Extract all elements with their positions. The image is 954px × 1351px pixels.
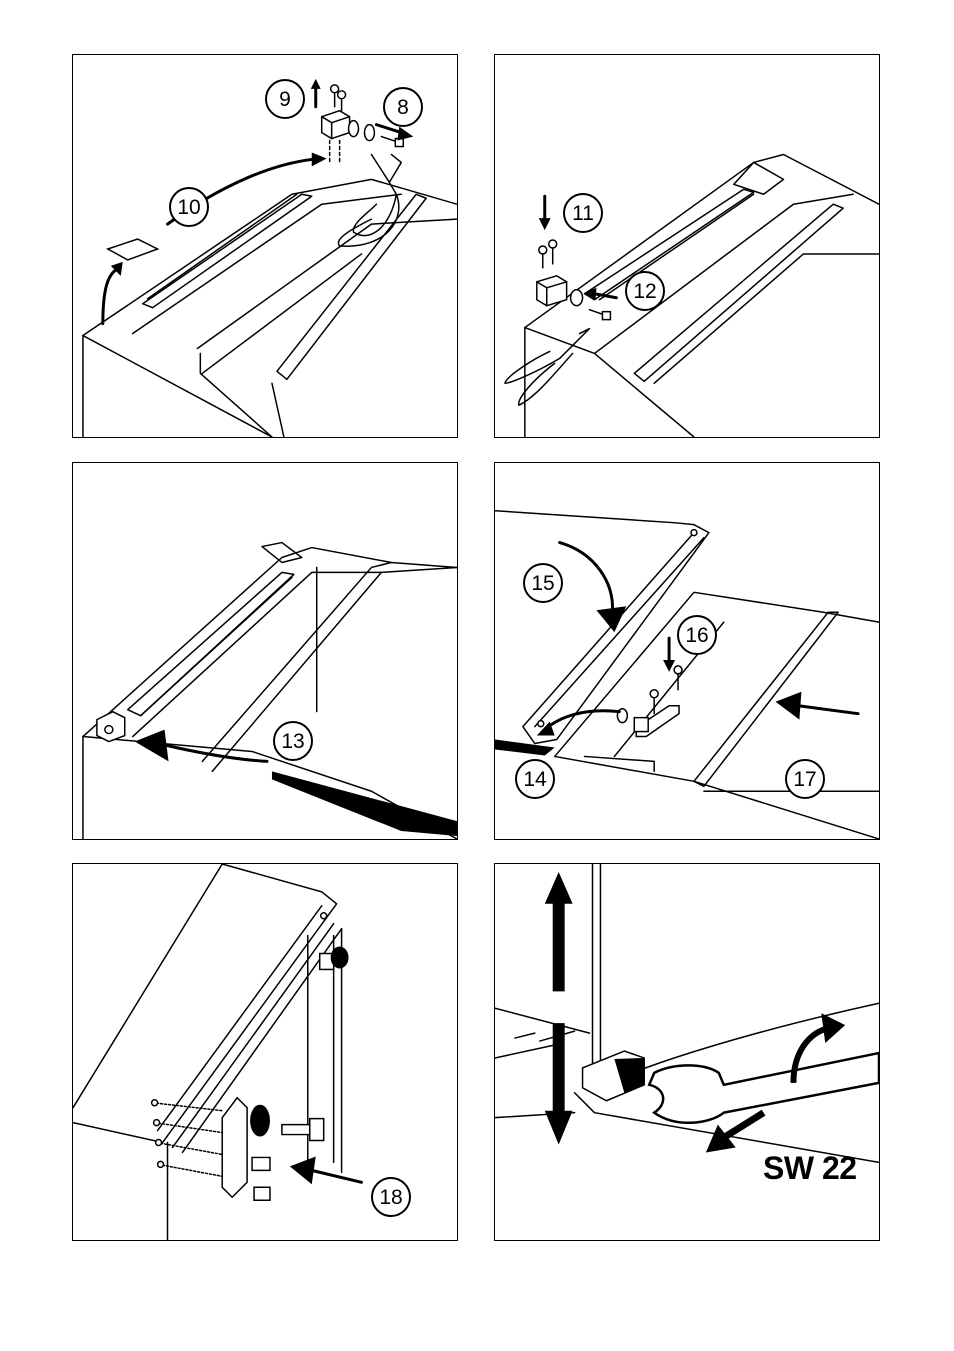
hinge-bracket-icon bbox=[634, 706, 679, 737]
panel-4: 15 16 14 17 bbox=[494, 462, 880, 840]
floor-line bbox=[495, 1045, 555, 1058]
spanner-size-label: SW 22 bbox=[763, 1150, 857, 1187]
curved-arrow-icon bbox=[821, 1013, 845, 1043]
step-15-badge: 15 bbox=[523, 563, 563, 603]
double-arrow-icon bbox=[545, 1023, 573, 1144]
panel-1: 9 8 10 bbox=[72, 54, 458, 438]
panel-2-illustration bbox=[495, 55, 879, 437]
step-11-badge: 11 bbox=[563, 193, 603, 233]
panel-3-illustration bbox=[73, 463, 457, 839]
step-16-badge: 16 bbox=[677, 615, 717, 655]
step-18-badge: 18 bbox=[371, 1177, 411, 1217]
step-14-badge: 14 bbox=[515, 759, 555, 799]
cabinet-edge bbox=[593, 864, 597, 1088]
spanner-icon bbox=[649, 1053, 879, 1123]
hinge-bracket-icon bbox=[537, 276, 567, 306]
step-10-badge: 10 bbox=[169, 187, 209, 227]
step-9-badge: 9 bbox=[265, 79, 305, 119]
panel-3: 13 bbox=[72, 462, 458, 840]
hinge-bracket-icon bbox=[97, 712, 125, 742]
step-12-badge: 12 bbox=[625, 271, 665, 311]
knob-icon bbox=[320, 947, 349, 970]
panel-5: 18 bbox=[72, 863, 458, 1241]
cover-cap-icon bbox=[108, 239, 158, 260]
double-arrow-icon bbox=[545, 872, 573, 991]
panel-2: 11 12 bbox=[494, 54, 880, 438]
step-8-badge: 8 bbox=[383, 87, 423, 127]
arrow-icon bbox=[724, 1113, 764, 1138]
panel-6: SW 22 bbox=[494, 863, 880, 1241]
washer-icon bbox=[349, 121, 375, 141]
screw-icon bbox=[539, 240, 557, 268]
screw-icon bbox=[331, 85, 346, 111]
hinge-bracket-icon bbox=[322, 111, 350, 139]
break-line bbox=[515, 1031, 575, 1041]
step-17-badge: 17 bbox=[785, 759, 825, 799]
step-13-badge: 13 bbox=[273, 721, 313, 761]
washer-icon bbox=[571, 290, 583, 306]
pliers-icon bbox=[505, 329, 590, 406]
cabinet-side bbox=[495, 1008, 589, 1033]
hinge-bracket-icon bbox=[222, 1098, 270, 1197]
